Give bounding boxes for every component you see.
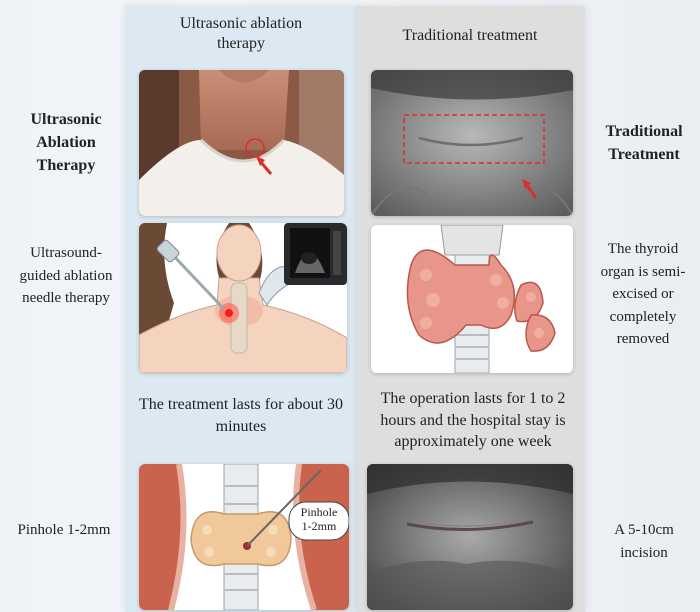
thyroid-organ-illustration — [371, 225, 573, 373]
ablation-duration-text: The treatment lasts for about 30 minutes — [139, 396, 343, 435]
ablation-neck-photo — [139, 70, 344, 216]
incision-scar-icon — [406, 520, 534, 531]
pinhole-circle-icon — [245, 138, 265, 158]
ablation-needle-icon — [167, 249, 226, 311]
ablation-needle-illustration — [139, 223, 347, 373]
traditional-scar-photo — [371, 70, 573, 216]
ablation-method-label: Ultrasound-guided ablation needle therap… — [19, 245, 113, 306]
traditional-duration-text: The operation lasts for 1 to 2 hours and… — [380, 390, 566, 451]
traditional-incision-photo — [367, 464, 573, 610]
traditional-wound-label: A 5-10cm incision — [614, 522, 674, 561]
ablation-wound-label: Pinhole 1-2mm — [17, 522, 111, 538]
ablation-title-label: Ultrasonic Ablation Therapy — [30, 111, 102, 175]
traditional-method-label: The thyroid organ is semi-excised or com… — [600, 241, 686, 347]
traditional-title-label: Traditional Treatment — [605, 123, 683, 164]
red-arrow-icon — [524, 183, 538, 199]
ablation-column-header: Ultrasonic ablation therapy — [179, 15, 303, 52]
ablation-needle-icon — [246, 469, 322, 547]
incision-box-icon — [403, 114, 545, 164]
traditional-column-header: Traditional treatment — [402, 27, 538, 44]
